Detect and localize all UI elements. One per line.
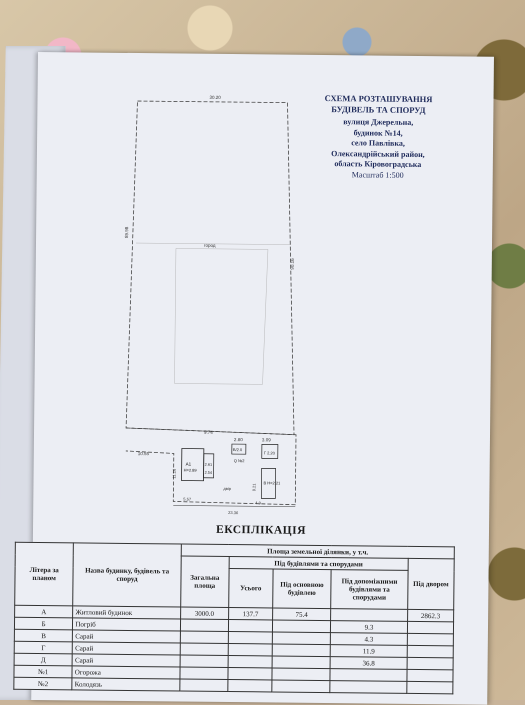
dim-right: 90.16 [290, 258, 295, 270]
col-main: Під основною будівлею [272, 568, 332, 609]
cell-under-total [227, 667, 272, 680]
cell-name: Погріб [72, 617, 181, 632]
dim-10-55: 10.55 [138, 451, 150, 456]
cell-aux [329, 680, 407, 694]
cell-total: 3000.0 [180, 607, 229, 620]
cell-litera: №1 [13, 665, 73, 678]
building-v [260, 468, 277, 499]
cell-yard [406, 681, 453, 694]
col-name: Назва будинку, будівель та споруд [73, 542, 182, 608]
dim-2-61: 2.61 [205, 463, 212, 467]
dim-11-16: 11.16 [172, 468, 177, 479]
cell-yard: 2862.3 [407, 609, 454, 622]
dim-23-36: 23.36 [228, 510, 239, 515]
dim-3-09: 3.09 [262, 437, 271, 442]
col-under-total: Усього [228, 568, 273, 608]
building-b [231, 443, 247, 455]
building-b-label: Б/2.0 [233, 447, 243, 452]
cell-under-total [228, 631, 273, 644]
building-g-label: Г 2.20 [264, 450, 276, 455]
dim-5-57: 5.57 [183, 497, 192, 502]
cell-total [180, 631, 229, 644]
cell-litera: №2 [13, 677, 73, 690]
cell-aux: 11.9 [330, 644, 408, 658]
garden-line [136, 242, 291, 245]
cell-under-total [228, 643, 273, 656]
col-aux: Під допоміжними будівлями та спорудами [330, 569, 409, 610]
cell-aux: 36.8 [330, 656, 408, 670]
cell-main [271, 655, 331, 669]
garden-outline [174, 248, 269, 385]
yard-label: двір [223, 486, 231, 491]
explication-table: Літера за планом Назва будинку, будівель… [13, 541, 455, 695]
building-a-label: А1 [186, 462, 192, 467]
cell-name: Житловий будинок [72, 605, 181, 620]
cell-aux [330, 668, 407, 682]
building-a-height: Н=2.89 [184, 468, 198, 473]
cell-total [179, 667, 228, 680]
cell-name: Сарай [72, 653, 180, 668]
plot-boundary [125, 100, 295, 436]
cell-main [271, 667, 331, 681]
dim-4-9: 4.9 [255, 500, 261, 505]
cell-name: Огорожа [72, 665, 180, 680]
dim-top: 30.20 [210, 95, 222, 100]
cell-under-total: 137.7 [228, 607, 273, 620]
building-a-annex [203, 453, 215, 479]
cell-litera: В [14, 629, 73, 642]
site-plan: 30.20 89.98 90.16 город 10.55 9.74 2.80 … [124, 95, 297, 515]
cell-main [272, 643, 331, 657]
dim-left: 89.98 [124, 226, 129, 238]
cell-yard [407, 621, 454, 634]
cell-litera: Д [14, 653, 73, 666]
cell-aux: 4.3 [330, 632, 408, 646]
dim-line-bottom [173, 505, 296, 507]
building-g [261, 444, 279, 459]
building-v-label: В Н=2.21 [263, 480, 281, 485]
cell-litera: А [14, 605, 74, 618]
cell-main [272, 619, 331, 633]
col-litera: Літера за планом [14, 542, 74, 606]
well-label: Q №2 [234, 458, 246, 463]
cell-main: 75.4 [272, 607, 331, 621]
yard-boundary [125, 427, 297, 506]
dim-9-74: 9.74 [204, 430, 213, 435]
cell-main [272, 631, 331, 645]
cell-name: Сарай [72, 641, 181, 656]
cell-main [271, 679, 331, 693]
cell-litera: Г [14, 641, 73, 654]
cell-aux: 9.3 [330, 620, 408, 634]
dim-2-80: 2.80 [234, 437, 243, 442]
dim-9-21: 9.21 [251, 483, 256, 492]
col-total: Загальна площа [180, 556, 230, 608]
cell-yard [406, 669, 454, 682]
document-sheet: СХЕМА РОЗТАШУВАННЯ БУДІВЕЛЬ ТА СПОРУД ву… [13, 52, 494, 705]
cell-litera: Б [14, 617, 73, 630]
cell-name: Колодязь [72, 677, 180, 692]
cell-under-total [227, 679, 272, 692]
cell-name: Сарай [72, 629, 181, 644]
cell-aux [330, 608, 408, 622]
cell-under-total [228, 619, 273, 632]
cell-under-total [227, 655, 273, 668]
dim-2-54: 2.54 [205, 471, 212, 475]
cell-total [179, 679, 228, 692]
cell-total [179, 643, 229, 656]
cell-yard [407, 633, 454, 646]
cell-total [179, 655, 229, 668]
col-yard: Під двором [407, 558, 455, 610]
cell-yard [407, 645, 454, 658]
cell-yard [406, 657, 454, 670]
cell-total [180, 619, 229, 632]
garden-label: город [204, 243, 216, 248]
